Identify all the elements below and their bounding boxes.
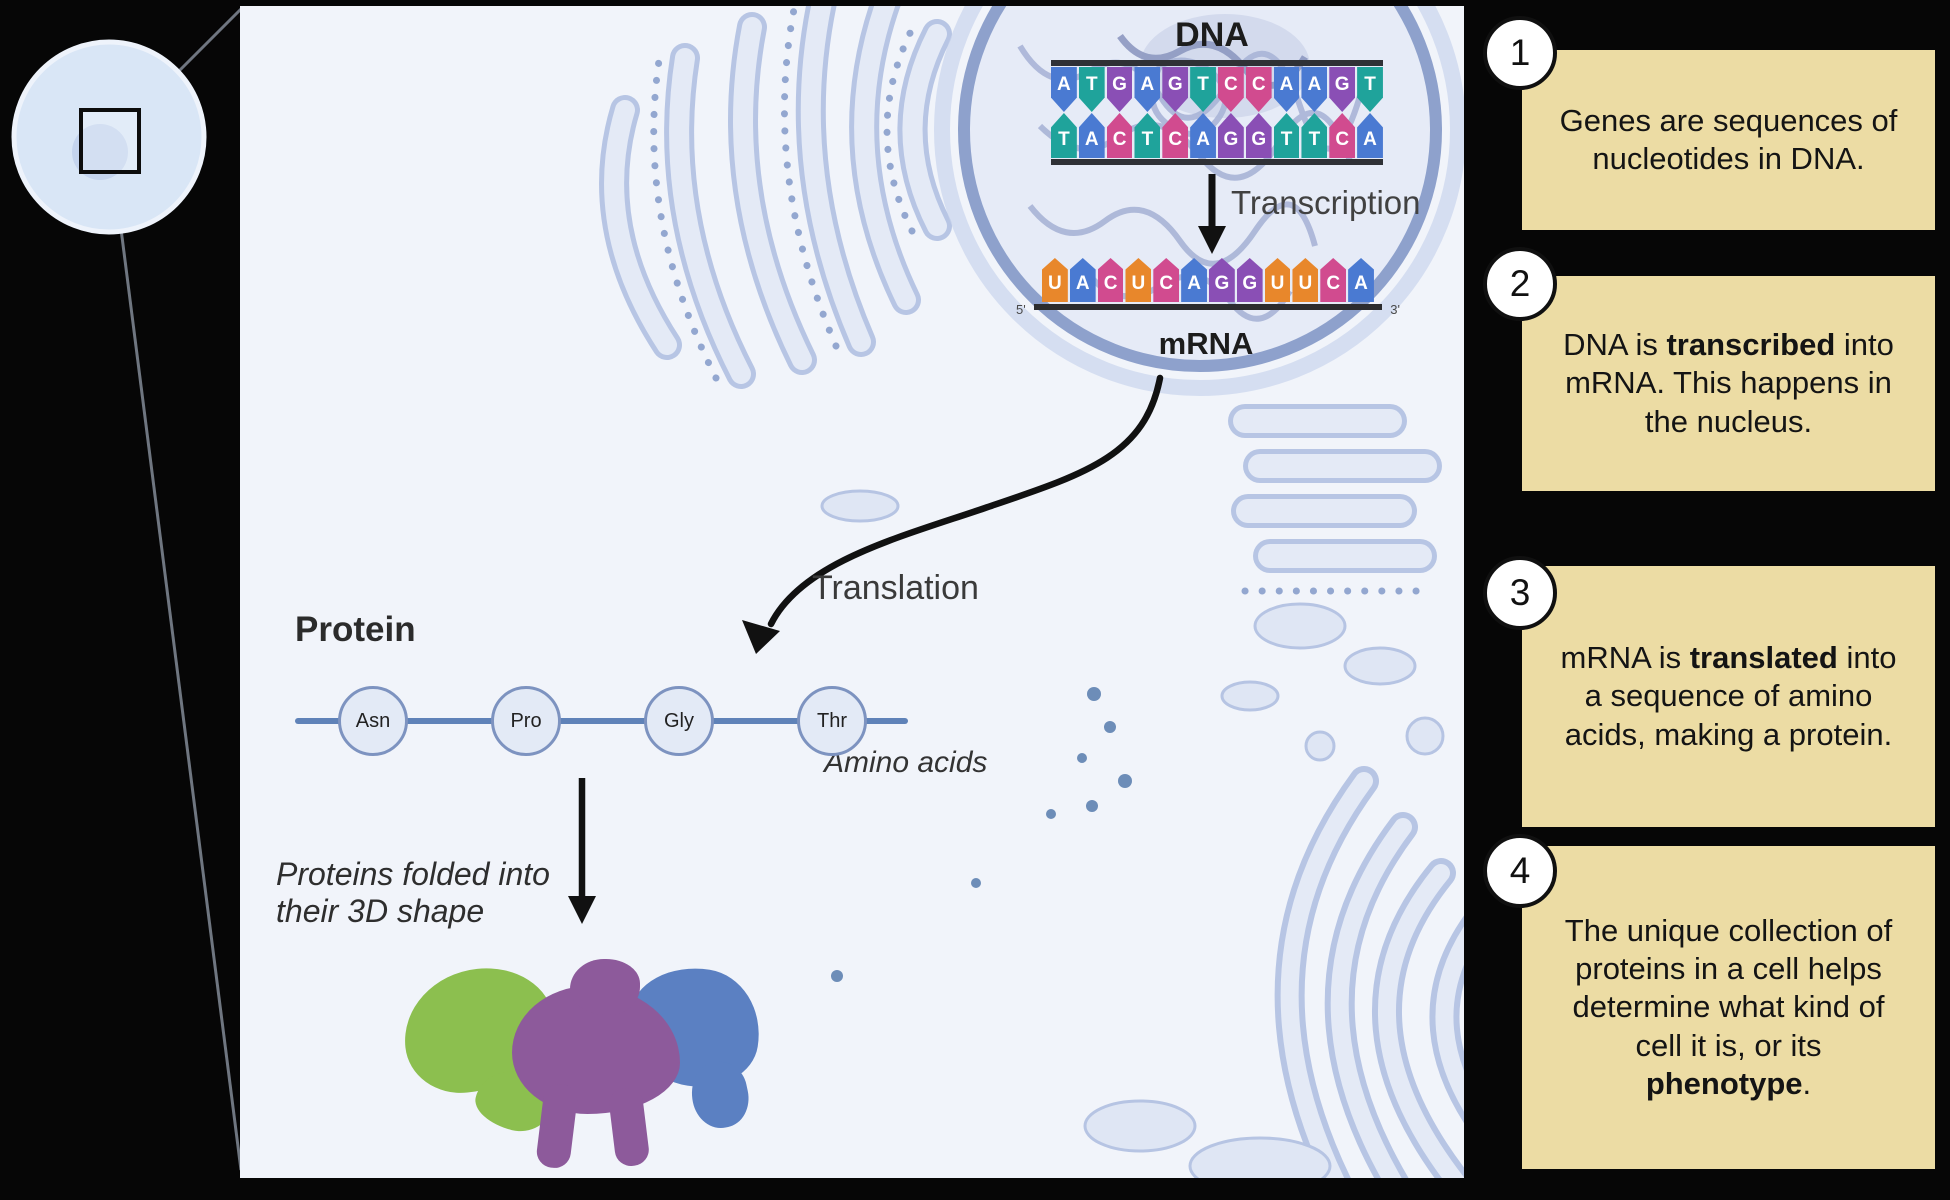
annotation-text: mRNA is translated into a sequence of am… (1560, 640, 1897, 752)
annotation-number-badge: 2 (1483, 247, 1557, 321)
annotation-box: mRNA is translated into a sequence of am… (1522, 566, 1935, 827)
annotation-number-badge: 3 (1483, 556, 1557, 630)
annotation-text: The unique collection of proteins in a c… (1564, 913, 1893, 1101)
annotation-number-badge: 4 (1483, 834, 1557, 908)
golgi-apparatus (1274, 766, 1464, 1178)
annotation-box: Genes are sequences of nucleotides in DN… (1522, 50, 1935, 230)
dna-base-tile: A (1301, 67, 1328, 112)
protein-label: Protein (295, 610, 416, 649)
er-stack-right (1228, 404, 1442, 595)
dna-backbone-bottom (1051, 159, 1383, 165)
three-prime-label: 3' (1390, 302, 1400, 317)
mrna-base-tile: U (1292, 258, 1319, 302)
inset-line-bottom (112, 173, 243, 1171)
dna-base-tile: C (1245, 67, 1272, 112)
five-prime-label: 5' (1016, 302, 1026, 317)
mrna-backbone (1034, 304, 1382, 310)
dna-title: DNA (1175, 16, 1249, 54)
inset-nucleus-icon (72, 124, 128, 180)
annotation-box: DNA is transcribed into mRNA. This happe… (1522, 276, 1935, 491)
amino-acid-node: Asn (338, 686, 408, 756)
annotation-number-badge: 1 (1483, 16, 1557, 90)
amino-acids-caption: Amino acids (824, 746, 988, 779)
amino-acid-chain-line (295, 718, 908, 724)
amino-acid-node: Pro (491, 686, 561, 756)
endoplasmic-reticulum (599, 6, 952, 389)
protein-blob-purple-top (570, 959, 640, 1015)
mrna-label: mRNA (1158, 326, 1254, 361)
annotation-text: Genes are sequences of nucleotides in DN… (1559, 102, 1898, 176)
annotation-text: DNA is transcribed into mRNA. This happe… (1563, 327, 1894, 439)
folded-protein-caption: Proteins folded into their 3D shape (276, 856, 550, 930)
annotation-box: The unique collection of proteins in a c… (1522, 846, 1935, 1169)
transcription-label: Transcription (1231, 184, 1421, 221)
amino-acid-node: Thr (797, 686, 867, 756)
dna-backbone-top (1051, 60, 1383, 66)
amino-acid-node: Gly (644, 686, 714, 756)
inset-viewport-square (79, 108, 141, 174)
